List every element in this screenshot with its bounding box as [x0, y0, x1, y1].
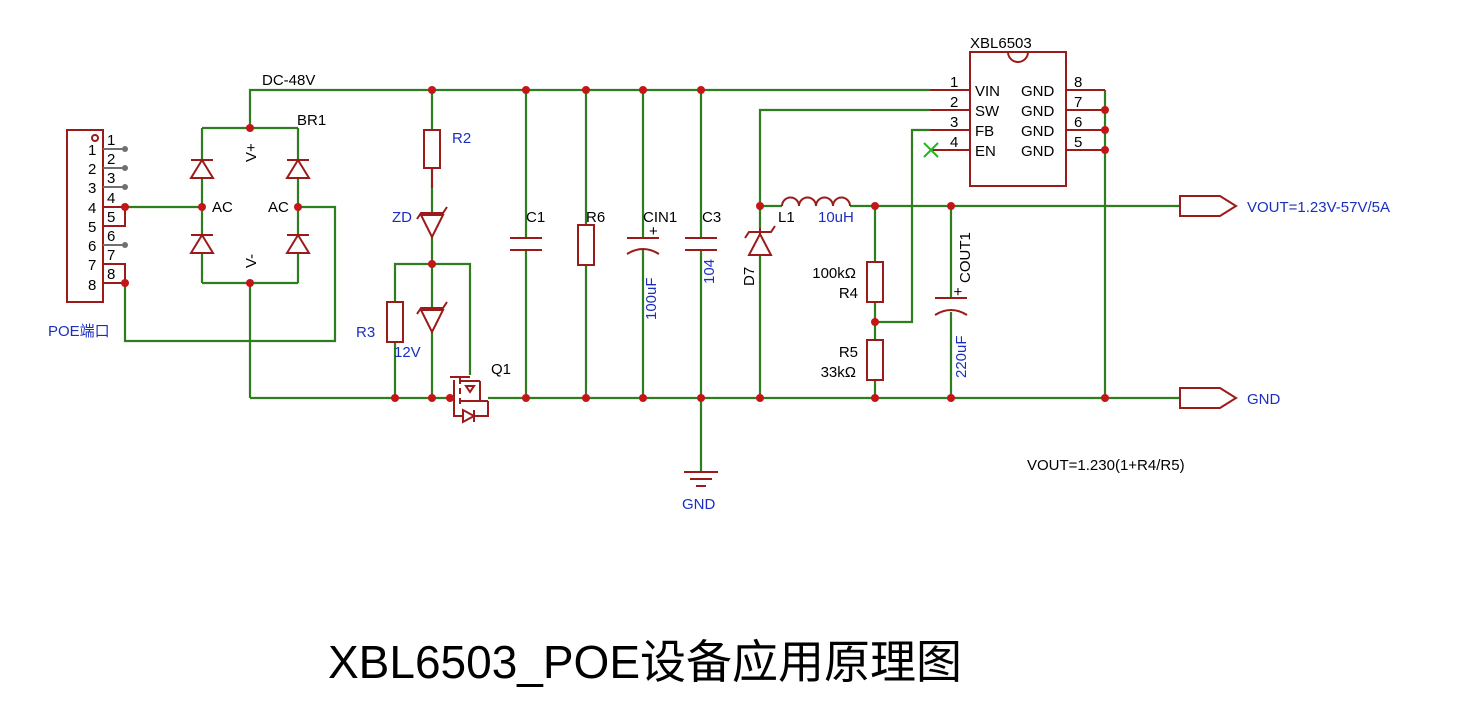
- ic-pin-name: FB: [975, 123, 994, 140]
- poe-connector: 1 2 3 4 5 6 7 8 1 2 3 4 5 6 7 8 POE端口: [48, 129, 128, 340]
- junction-dots: [121, 86, 1109, 402]
- ic-pin-name: GND: [1021, 103, 1055, 120]
- output-stage: D7 L1 10uH 100kΩ R4 R5 33kΩ + COUT1 220u…: [741, 196, 974, 381]
- r4-value: 100kΩ: [812, 265, 856, 282]
- r6-label: R6: [586, 209, 605, 226]
- zener-12v-label: 12V: [394, 344, 421, 361]
- connector-pin-num: 6: [107, 228, 115, 245]
- connector-label: POE端口: [48, 323, 110, 340]
- input-capacitors: C1 R6 + CIN1 100uF C3 104: [510, 209, 721, 320]
- l1-coil: [781, 196, 851, 207]
- c3-value: 104: [701, 259, 718, 284]
- ic-xbl6503: XBL6503 1 2 3 4 VIN SW FB EN 8 7 6 5 GND…: [923, 35, 1105, 187]
- ic-pin-num: 3: [950, 114, 958, 131]
- connector-inner-num: 4: [88, 200, 96, 217]
- connector-body: [66, 129, 104, 303]
- connector-pin-num: 2: [107, 151, 115, 168]
- q1-label: Q1: [491, 361, 511, 378]
- gnd-port-label: GND: [1247, 391, 1281, 408]
- ic-pin-num: 8: [1074, 74, 1082, 91]
- r2-label: R2: [452, 130, 471, 147]
- l1-label: L1: [778, 209, 795, 226]
- vout-port: VOUT=1.23V-57V/5A: [1179, 195, 1390, 217]
- connector-inner-num: 5: [88, 219, 96, 236]
- cin1-value: 100uF: [643, 277, 660, 320]
- ic-pin-num: 7: [1074, 94, 1082, 111]
- net-dc-label: DC-48V: [262, 72, 315, 89]
- connector-inner-num: 7: [88, 257, 96, 274]
- ic-body: [969, 51, 1067, 187]
- cout1-value: 220uF: [953, 335, 970, 378]
- ic-pin-num: 5: [1074, 134, 1082, 151]
- r4-body: [866, 261, 884, 303]
- ic-pin-name: VIN: [975, 83, 1000, 100]
- cout1-plus: +: [950, 287, 967, 296]
- bridge-v-plus: V+: [243, 143, 260, 162]
- l1-value: 10uH: [818, 209, 854, 226]
- r3-body: [386, 301, 404, 343]
- connector-pin-num: 8: [107, 266, 115, 283]
- r5-body: [866, 339, 884, 381]
- bridge-ac-right: AC: [268, 199, 289, 216]
- ic-pin-num: 6: [1074, 114, 1082, 131]
- r5-value: 33kΩ: [821, 364, 856, 381]
- vout-formula: VOUT=1.230(1+R4/R5): [1027, 457, 1185, 474]
- ic-pin-num: 1: [950, 74, 958, 91]
- bridge-ac-left: AC: [212, 199, 233, 216]
- bridge-v-minus: V-: [243, 254, 260, 268]
- connector-pin-num: 3: [107, 170, 115, 187]
- zd-label: ZD: [392, 209, 412, 226]
- connector-pin-num: 1: [107, 132, 115, 149]
- connector-pin-num: 7: [107, 247, 115, 264]
- ic-pin-name: EN: [975, 143, 996, 160]
- page-title: XBL6503_POE设备应用原理图: [328, 636, 962, 688]
- c1-label: C1: [526, 209, 545, 226]
- r4-label: R4: [839, 285, 858, 302]
- vout-port-label: VOUT=1.23V-57V/5A: [1247, 199, 1390, 216]
- r2-body: [423, 129, 441, 169]
- ground-symbol: GND: [682, 471, 718, 513]
- ic-pin-num: 2: [950, 94, 958, 111]
- ic-pin-num: 4: [950, 134, 958, 151]
- connector-inner-num: 8: [88, 277, 96, 294]
- connector-inner-num: 3: [88, 180, 96, 197]
- bridge-ref: BR1: [297, 112, 326, 129]
- r5-label: R5: [839, 344, 858, 361]
- connector-inner-num: 6: [88, 238, 96, 255]
- ic-name: XBL6503: [970, 35, 1032, 52]
- r6-body: [577, 224, 595, 266]
- c3-label: C3: [702, 209, 721, 226]
- r3-label: R3: [356, 324, 375, 341]
- gnd-symbol-label: GND: [682, 496, 716, 513]
- cout1-label: COUT1: [957, 232, 974, 283]
- d7-body: [747, 231, 773, 256]
- ic-pin-name: SW: [975, 103, 1000, 120]
- bridge-rectifier: BR1 AC AC V+ V-: [189, 112, 326, 268]
- cin1-label: CIN1: [643, 209, 677, 226]
- connector-inner-num: 2: [88, 161, 96, 178]
- startup-circuit: R2 ZD 12V R3 Q1: [356, 129, 511, 424]
- d7-label: D7: [741, 267, 758, 286]
- connector-pin1-marker: [91, 134, 99, 142]
- connector-pin-num: 4: [107, 190, 115, 207]
- gnd-port: GND: [1179, 387, 1281, 409]
- ic-pin-name: GND: [1021, 143, 1055, 160]
- cin1-plus: +: [649, 223, 658, 240]
- ic-pin-name: GND: [1021, 83, 1055, 100]
- connector-pin-num: 5: [107, 209, 115, 226]
- connector-inner-num: 1: [88, 142, 96, 159]
- ic-pin-name: GND: [1021, 123, 1055, 140]
